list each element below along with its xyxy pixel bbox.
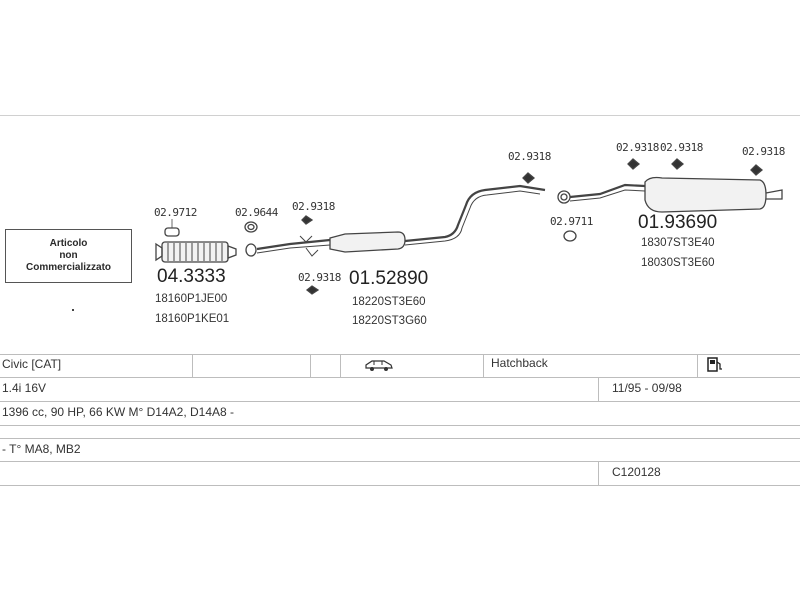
rear-silencer-code[interactable]: 01.93690 xyxy=(638,212,718,233)
front-silencer-oem-2: 18220ST3G60 xyxy=(352,315,427,327)
table-rule-6 xyxy=(0,461,800,462)
table-rule-2 xyxy=(0,377,800,378)
hanger-front-top-drawing[interactable] xyxy=(301,215,314,225)
col-div-6 xyxy=(598,377,599,401)
rear-silencer-drawing[interactable] xyxy=(644,176,783,213)
not-sold-line-2: non xyxy=(59,250,78,261)
front-silencer-drawing[interactable] xyxy=(329,231,406,253)
vehicle-years: 11/95 - 09/98 xyxy=(612,381,682,395)
not-sold-box: Articolo non Commercializzato xyxy=(5,229,132,283)
not-sold-line-1: Articolo xyxy=(49,238,88,249)
col-div-5 xyxy=(697,354,698,377)
front-silencer-oem-1: 18220ST3E60 xyxy=(352,296,426,308)
col-div-2 xyxy=(310,354,311,377)
hanger-rear-2-drawing[interactable] xyxy=(671,158,685,170)
catalyst-oem-1: 18160P1JE00 xyxy=(155,293,228,305)
stray-dot xyxy=(72,309,74,311)
part-gasket-left[interactable]: 02.9644 xyxy=(235,206,278,219)
car-icon xyxy=(364,358,394,377)
table-rule-1 xyxy=(0,354,800,355)
part-gasket-rear[interactable]: 02.9711 xyxy=(550,215,593,228)
table-rule-7 xyxy=(0,485,800,486)
part-hanger-rear-2[interactable]: 02.9318 xyxy=(660,141,703,154)
col-div-4 xyxy=(483,354,484,377)
fuel-pump-icon xyxy=(706,356,724,379)
rear-silencer-oem-2: 18030ST3E60 xyxy=(641,257,715,269)
part-hanger-front-top[interactable]: 02.9318 xyxy=(292,200,335,213)
front-silencer-code[interactable]: 01.52890 xyxy=(349,268,429,289)
part-hanger-rear-3[interactable]: 02.9318 xyxy=(742,145,785,158)
rear-silencer-oem-1: 18307ST3E40 xyxy=(641,237,715,249)
vehicle-engine: 1.4i 16V xyxy=(2,381,47,395)
catalyst-oem-2: 18160P1KE01 xyxy=(155,313,230,325)
gasket-rear-drawing[interactable] xyxy=(563,230,577,242)
part-hanger-rear-1[interactable]: 02.9318 xyxy=(616,141,659,154)
hanger-front-bottom-drawing[interactable] xyxy=(305,285,320,295)
rear-pipe-flange[interactable] xyxy=(557,190,571,204)
gasket-left-drawing[interactable] xyxy=(244,221,258,257)
vehicle-model: Civic [CAT] xyxy=(2,357,62,371)
col-div-1 xyxy=(192,354,193,377)
catalyst-code[interactable]: 04.3333 xyxy=(157,266,226,287)
table-rule-3 xyxy=(0,401,800,402)
hanger-rear-1-drawing[interactable] xyxy=(627,158,641,170)
not-sold-line-3: Commercializzato xyxy=(25,262,112,273)
part-clamp-left[interactable]: 02.9712 xyxy=(154,206,197,219)
catalyst-drawing[interactable] xyxy=(155,241,237,263)
col-div-3 xyxy=(340,354,341,377)
vehicle-ref: C120128 xyxy=(612,465,661,479)
part-hanger-mid[interactable]: 02.9318 xyxy=(508,150,551,163)
col-div-7 xyxy=(598,461,599,485)
vehicle-specs: 1396 cc, 90 HP, 66 KW M° D14A2, D14A8 - xyxy=(2,405,235,419)
part-hanger-front-bottom[interactable]: 02.9318 xyxy=(298,271,341,284)
clamp-left-drawing[interactable] xyxy=(164,219,180,237)
hanger-rear-3-drawing[interactable] xyxy=(750,164,764,176)
hanger-mid-drawing[interactable] xyxy=(522,172,536,184)
table-rule-5 xyxy=(0,438,800,439)
table-rule-4 xyxy=(0,425,800,426)
top-rule xyxy=(0,115,800,116)
vehicle-transmission: - T° MA8, MB2 xyxy=(2,442,81,456)
vehicle-body: Hatchback xyxy=(491,356,548,370)
